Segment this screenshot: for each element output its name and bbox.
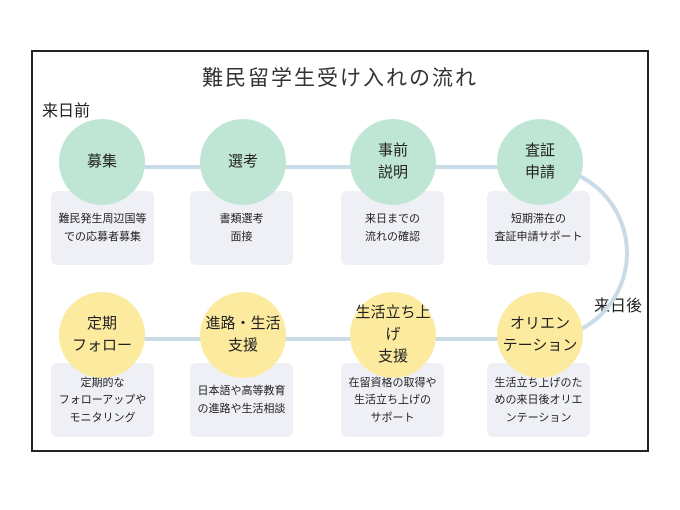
step-label: 生活立ち上げ 支援 — [355, 303, 431, 365]
step-description: 生活立ち上げのた めの来日後オリエ ンテーション — [494, 375, 583, 424]
step-description: 在留資格の取得や 生活立ち上げの サポート — [348, 375, 437, 424]
step-label: 査証 申請 — [524, 141, 555, 181]
step-label: 事前 説明 — [377, 141, 408, 181]
step-description: 来日までの 流れの確認 — [365, 212, 420, 243]
step-description-card: 生活立ち上げのた めの来日後オリエ ンテーション — [487, 363, 590, 437]
phase-label-before: 来日前 — [42, 101, 91, 120]
step-description: 書類選考 面接 — [219, 212, 264, 243]
step-circle-selection: 選考 — [200, 119, 286, 205]
step-label: 進路・生活 支援 — [205, 314, 281, 354]
step-circle-orientation: オリエン テーション — [497, 292, 583, 378]
step-description: 難民発生周辺国等 での応募者募集 — [58, 212, 147, 243]
step-label: オリエン テーション — [502, 314, 578, 354]
step-description: 定期的な フォローアップや モニタリング — [58, 375, 147, 424]
step-circle-settling-support: 生活立ち上げ 支援 — [350, 292, 436, 378]
step-description: 日本語や高等教育 の進路や生活相談 — [197, 384, 286, 415]
step-circle-recruitment: 募集 — [59, 119, 145, 205]
step-label: 募集 — [86, 152, 117, 171]
diagram-title: 難民留学生受け入れの流れ — [202, 66, 478, 90]
step-description: 短期滞在の 査証申請サポート — [494, 212, 583, 243]
step-circle-regular-follow-up: 定期 フォロー — [59, 292, 145, 378]
step-label: 選考 — [227, 152, 258, 171]
step-circle-career-life-support: 進路・生活 支援 — [200, 292, 286, 378]
step-circle-visa-application: 査証 申請 — [497, 119, 583, 205]
step-circle-pre-briefing: 事前 説明 — [350, 119, 436, 205]
step-label: 定期 フォロー — [71, 314, 132, 354]
